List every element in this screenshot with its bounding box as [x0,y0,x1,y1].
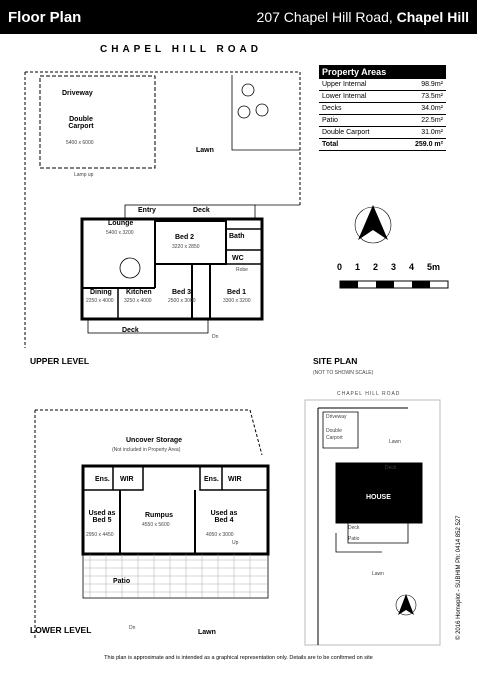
dining-dims: 2250 x 4000 [86,298,114,304]
ens-right-label: Ens. [204,476,219,483]
site-deck-top-label: Deck [385,465,397,471]
site-road-label: CHAPEL HILL ROAD [337,391,401,397]
carport-dims: 5400 x 6000 [66,140,94,146]
dn-label-lower: Dn [129,625,136,631]
patio-label: Patio [113,578,131,585]
page-title: Floor Plan [8,9,82,26]
ens-left-label: Ens. [95,476,110,483]
road-label: CHAPEL HILL ROAD [100,44,262,55]
scale-bar [339,280,449,289]
up-label-lower: Up [232,540,239,546]
entry-label: Entry [138,207,156,214]
dining-label: Dining [90,289,112,296]
site-driveway-label: Driveway [326,414,347,420]
deck-bottom-label: Deck [122,327,139,334]
bed3-label: Bed 3 [172,289,192,296]
page-header: Floor Plan 207 Chapel Hill Road, Chapel … [0,0,477,34]
wir-right-label: WIR [228,476,242,483]
dn-label-upper: Dn [212,334,219,340]
disclaimer: This plan is approximate and is intended… [104,655,373,661]
bed1-dims: 3300 x 3200 [223,298,251,304]
wc-label: WC [232,255,244,262]
rumpus-dims: 4550 x 5600 [142,522,170,528]
lawn-label-upper: Lawn [196,147,214,154]
carport-label: Double Carport [68,116,94,130]
site-patio-label: Patio [348,536,360,542]
bath-label: Bath [229,233,245,240]
storage-label: Uncover Storage [126,437,183,444]
rumpus-label: Rumpus [145,512,173,519]
site-house-label: HOUSE [366,494,391,501]
address-street: 207 Chapel Hill Road, [256,9,393,25]
site-lawn-bottom-label: Lawn [372,571,384,577]
kitchen-dims: 3250 x 4000 [124,298,152,304]
bed2-label: Bed 2 [175,234,195,241]
credit-text: © 2016 Homeplot - SUBHIM Ph: 0414 852 52… [456,515,462,641]
lounge-label: Lounge [108,220,134,227]
bed4-label: Used as Bed 4 [210,510,238,524]
address-suburb: Chapel Hill [396,9,469,25]
site-plan-label: SITE PLAN [313,356,358,366]
bed1-label: Bed 1 [227,289,247,296]
lawn-label-lower: Lawn [198,629,216,636]
bed5-label: Used as Bed 5 [88,510,116,524]
storage-note: (Not included in Property Area) [112,447,181,453]
bed5-dims: 2950 x 4450 [86,532,114,538]
lounge-dims: 5400 x 3200 [106,230,134,236]
site-lawn-top-label: Lawn [389,439,401,445]
driveway-label: Driveway [62,90,93,97]
kitchen-label: Kitchen [126,289,152,296]
bed4-dims: 4050 x 3000 [206,532,234,538]
deck-top-label: Deck [193,207,210,214]
bed2-dims: 3220 x 2850 [172,244,200,250]
site-carport-label: Double Carport [326,428,343,441]
site-deck-bottom-label: Deck [348,525,360,531]
robe-label: Robe [236,267,248,273]
bed3-dims: 2500 x 3000 [168,298,196,304]
lower-level-label: LOWER LEVEL [30,625,92,635]
site-plan-note: (NOT TO SHOWN SCALE) [313,370,374,376]
address: 207 Chapel Hill Road, Chapel Hill [257,9,469,25]
upper-level-label: UPPER LEVEL [30,356,90,366]
wir-left-label: WIR [120,476,134,483]
areas-heading: Property Areas [319,65,446,79]
lamp-up-label: Lamp up [74,172,94,178]
